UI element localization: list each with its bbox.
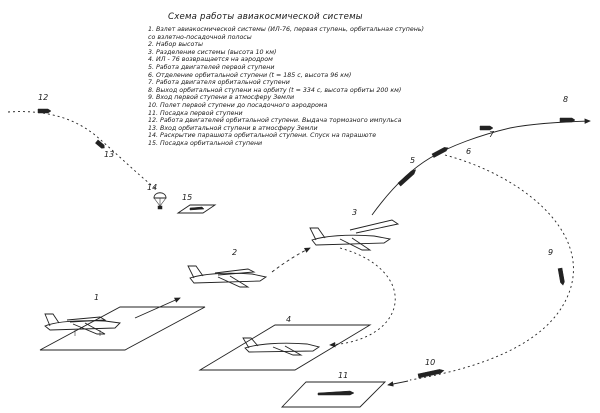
label-7: 7 [489,130,495,139]
path-climb-separation [271,247,311,273]
first-stage-glide [417,369,445,379]
legend-item: 1. Взлет авиакосмической системы (ИЛ-76,… [148,26,425,33]
legend-item: 13. Вход орбитальной ступени в атмосферу… [148,124,318,132]
label-14: 14 [147,183,157,192]
path-first-stage-landing [387,380,409,387]
label-11: 11 [338,371,348,380]
orbital-stage-final [559,117,576,123]
legend-item: 11. Посадка первой ступени [148,109,243,117]
label-1: 1 [94,293,99,302]
legend-item: 3. Разделение системы (высота 10 км) [148,48,277,56]
orbital-stage-in-orbit [479,125,494,131]
legend-item: 14. Раскрытие парашюта орбитальной ступе… [148,132,377,140]
ground-plate-1 [39,306,206,351]
legend-item: со взлетно-посадочной полосы [148,33,252,41]
legend-block: Схема работы авиакосмической системы 1. … [148,12,448,148]
legend-item: 12. Работа двигателей орбитальной ступен… [148,117,402,125]
path-orbit-insertion [509,118,591,129]
legend-list: 1. Взлет авиакосмической системы (ИЛ-76,… [148,26,448,148]
label-12: 12 [38,93,48,102]
ground-plate-15 [176,204,217,214]
legend-item: 2. Набор высоты [148,41,203,49]
label-10: 10 [425,358,435,367]
orbital-stage-reentry [95,139,105,149]
aircraft-takeoff [44,313,121,336]
label-13: 13 [104,150,114,159]
legend-item: 7. Работа двигателя орбитальной ступени [148,79,290,87]
aircraft-climbing [187,265,268,288]
label-4: 4 [286,315,291,324]
ground-plate-4 [198,324,372,371]
legend-item: 15. Посадка орбитальной ступени [148,139,263,147]
label-2: 2 [232,248,237,257]
legend-item: 4. ИЛ - 76 возвращается на аэродром [148,56,273,64]
path-first-stage-descent [409,154,574,381]
path-orbital-return [7,111,156,189]
legend-item: 9. Вход первой ступени в атмосферу Земли [148,94,295,102]
path-ascent [371,127,511,216]
first-stage-reentry [557,267,565,286]
legend-item: 5. Работа двигателей первой ступени [148,63,275,71]
stage-separation [431,147,449,158]
legend-item: 8. Выход орбитальной ступени на орбиту (… [148,86,402,94]
orbital-stage-deorbit [37,108,52,114]
path-takeoff-climb [134,297,181,319]
label-3: 3 [352,208,357,217]
label-6: 6 [466,147,471,156]
diagram-title: Схема работы авиакосмической системы [168,12,363,22]
label-15: 15 [182,193,192,202]
aircraft-separation [309,219,400,251]
path-aircraft-return [329,247,396,348]
label-9: 9 [548,248,553,257]
label-8: 8 [563,95,568,104]
parachute-icon [153,192,167,210]
first-stage-ascent [397,169,417,187]
label-5: 5 [410,156,415,165]
aircraft-returned [242,337,321,356]
legend-item: 10. Полет первой ступени до посадочного … [148,101,328,109]
ground-plate-11 [280,381,387,408]
legend-item: 6. Отделение орбитальной ступени (t = 18… [148,71,352,79]
